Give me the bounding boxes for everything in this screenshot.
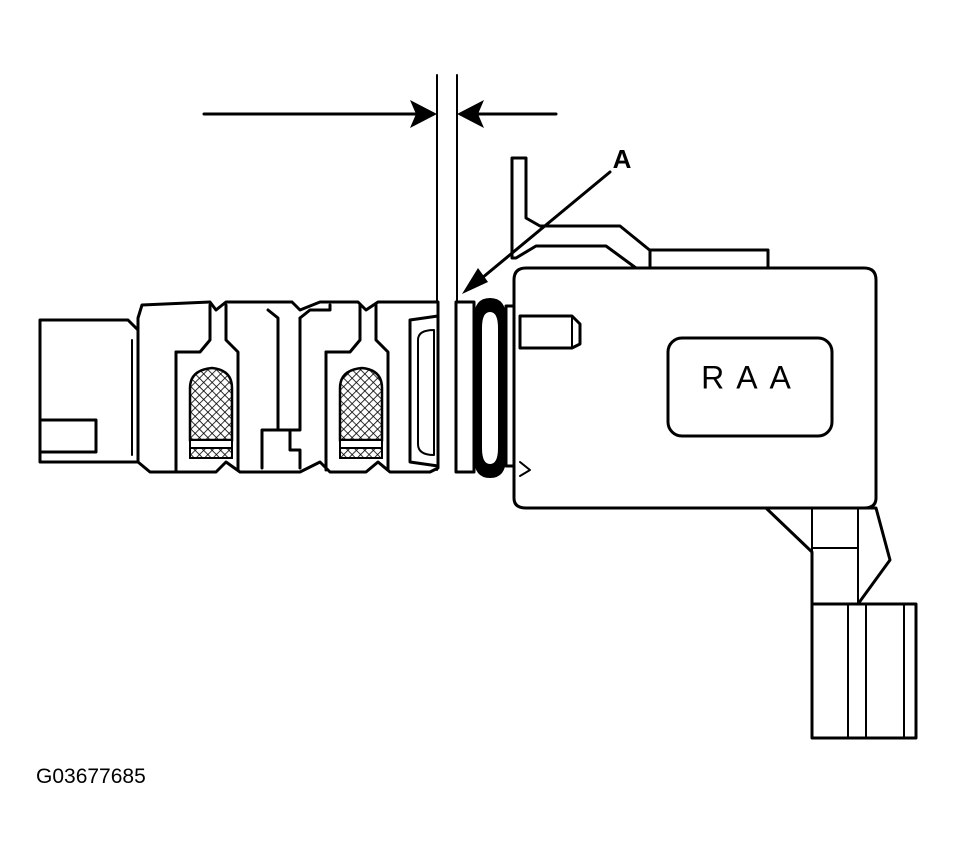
electrical-connector xyxy=(764,506,918,740)
callout-a-label: A xyxy=(613,144,632,174)
dimension-arrow-right xyxy=(457,100,558,128)
dimension-reference-lines xyxy=(436,74,458,471)
nose-tip xyxy=(38,318,140,464)
seal-flange xyxy=(454,298,518,478)
dimension-arrow-left xyxy=(202,100,437,128)
callout-a: A xyxy=(462,144,632,294)
housing-marking-text: RAA xyxy=(701,359,803,395)
figure-id: G03677685 xyxy=(36,765,146,788)
spool-window xyxy=(408,314,440,468)
marking-plate xyxy=(666,336,834,438)
spool-body xyxy=(136,300,440,474)
mounting-bracket xyxy=(510,156,770,274)
solenoid-housing: RAA xyxy=(512,266,878,510)
